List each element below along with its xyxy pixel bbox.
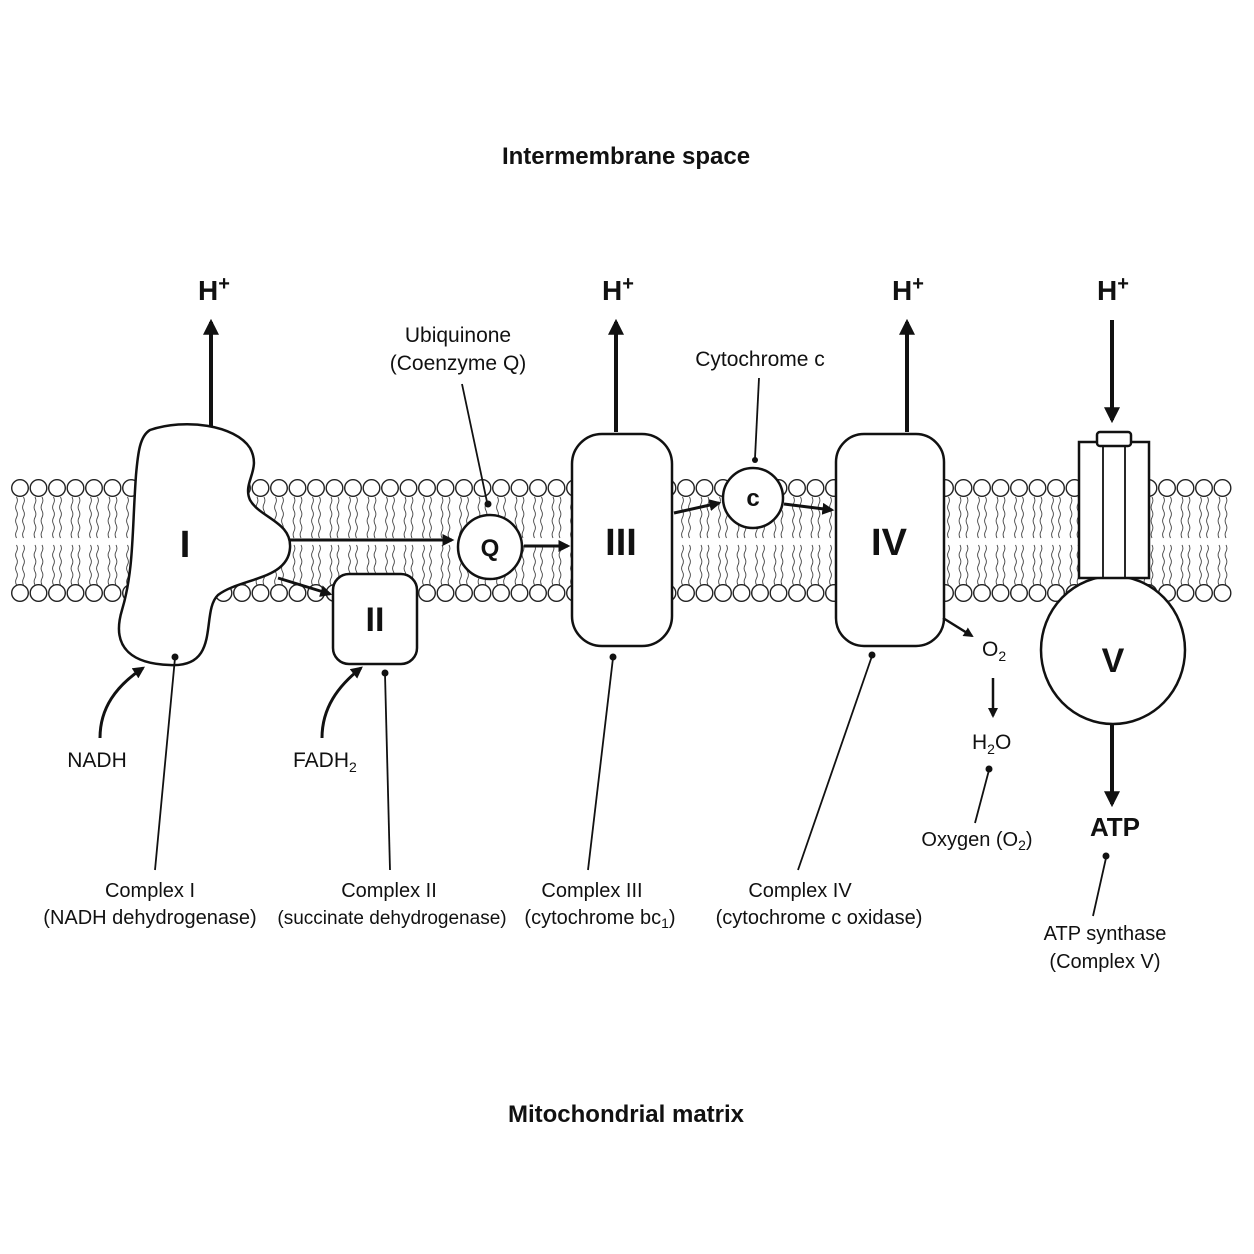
complex-1-shape [117, 423, 292, 667]
nadh-label: NADH [67, 749, 127, 772]
complex-4-shape [834, 432, 946, 648]
electron-arrow-c-to-iv [783, 502, 835, 515]
complex-2-desc: (succinate dehydrogenase) [277, 908, 506, 929]
ubiquinone-alt-label: (Coenzyme Q) [390, 352, 527, 375]
complex-2-numeral: II [366, 601, 385, 639]
complex-2-shape [331, 572, 419, 666]
complex-3-shape [570, 432, 674, 648]
oxygen-name-label: Oxygen (O2) [921, 829, 1032, 853]
complex-5-numeral: V [1102, 642, 1125, 680]
proton-label-5: H+ [1097, 273, 1129, 306]
oxygen-o2-label: O2 [982, 638, 1006, 664]
complex-2-name: Complex II [341, 880, 437, 902]
fadh2-label: FADH2 [293, 749, 357, 775]
atp-label: ATP [1090, 812, 1140, 842]
complex-3-name: Complex III [541, 880, 642, 902]
cytochrome-c-name-label: Cytochrome c [695, 348, 825, 371]
electron-arrow-iii-to-c [673, 499, 722, 515]
cytochrome-c-circle [721, 466, 785, 530]
complex-4-to-oxygen-arrow [942, 616, 974, 638]
proton-label-4: H+ [892, 273, 924, 306]
ubiquinone-symbol: Q [481, 535, 500, 562]
complex-4-desc: (cytochrome c oxidase) [716, 907, 923, 929]
proton-label-3: H+ [602, 273, 634, 306]
nadh-arrow [98, 666, 145, 739]
complex-4-numeral: IV [871, 522, 908, 564]
complex-4-name: Complex IV [748, 880, 852, 902]
svg-text:H+: H+ [198, 273, 230, 306]
complex-1-numeral: I [180, 524, 191, 566]
complex-3-numeral: III [605, 522, 637, 564]
leader-lines [154, 377, 1110, 917]
complex-1-desc: (NADH dehydrogenase) [43, 907, 256, 929]
atp-synthase-desc: (Complex V) [1049, 951, 1160, 973]
electron-arrow-i-to-ii [277, 576, 333, 597]
complex-3-desc: (cytochrome bc1) [524, 907, 675, 931]
mitochondrial-matrix-label: Mitochondrial matrix [508, 1101, 745, 1128]
atp-synthase-shape [1039, 430, 1187, 726]
complex-1-name: Complex I [105, 880, 195, 902]
ubiquinone-circle [456, 513, 524, 581]
intermembrane-space-label: Intermembrane space [502, 143, 750, 170]
water-label: H2O [972, 731, 1011, 757]
atp-synthase-name: ATP synthase [1044, 923, 1167, 945]
svg-text:H+: H+ [892, 273, 924, 306]
fadh2-arrow [320, 666, 363, 739]
proton-label-1: H+ [198, 273, 230, 306]
svg-text:H+: H+ [602, 273, 634, 306]
ubiquinone-name-label: Ubiquinone [405, 324, 511, 347]
cytochrome-c-symbol: c [746, 485, 759, 512]
svg-text:H+: H+ [1097, 273, 1129, 306]
